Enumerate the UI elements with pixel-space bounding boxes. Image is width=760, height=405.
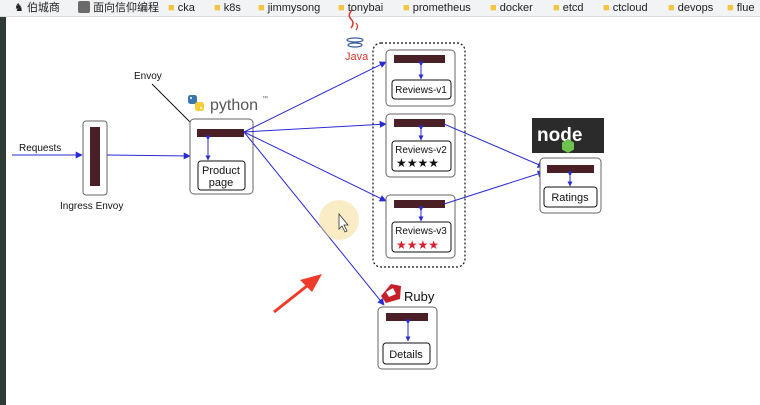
bookmark-0[interactable]: ♞ 伯城商 (14, 2, 60, 14)
avatar-icon (78, 1, 90, 13)
ingress-to-productpage-arrow (106, 152, 191, 160)
bookmarks-bar: ♞ 伯城商 面向信仰编程 ■ cka ■ k8s ■ jimmysong ■ t… (0, 0, 760, 17)
bookmark-11[interactable]: ■ flue (727, 2, 755, 14)
reviews-v3-label: Reviews-v3 (395, 226, 447, 237)
folder-icon: ■ (603, 2, 610, 14)
reviews-v1-app-box (391, 79, 452, 100)
bookmark-1[interactable]: 面向信仰编程 (78, 0, 159, 16)
bookmark-8[interactable]: ■ etcd (553, 2, 584, 14)
bookmark-7[interactable]: ■ docker (490, 2, 533, 14)
details-app-box (382, 342, 431, 365)
productpage-to-reviews-v3-arrow (243, 131, 387, 202)
envoy-label: Envoy (134, 71, 162, 82)
bookmark-3[interactable]: ■ k8s (214, 2, 241, 14)
folder-icon: ■ (258, 2, 265, 14)
ruby-label: Ruby (404, 289, 435, 304)
java-group-border (372, 42, 466, 268)
ratings-label: Ratings (551, 192, 589, 204)
folder-icon: ■ (403, 2, 410, 14)
bookmark-10[interactable]: ■ devops (668, 2, 714, 14)
productpage-to-details-arrow (243, 131, 385, 306)
requests-label: Requests (19, 143, 61, 154)
bookmark-2[interactable]: ■ cka (168, 2, 195, 14)
ingress-envoy-sidecar (90, 127, 100, 186)
reviews-v2-sidecar (394, 119, 445, 127)
details-label: Details (389, 349, 423, 361)
bookmark-6[interactable]: ■ prometheus (403, 2, 471, 14)
java-label: Java (345, 51, 369, 63)
annotation-red-arrow (273, 274, 322, 314)
reviews-v3-red-stars: ★★★★ (396, 238, 439, 252)
python-logo-icon: python ™ (188, 95, 268, 114)
node-label: node (537, 125, 582, 146)
productpage-label-line2: page (209, 177, 233, 189)
nodejs-logo-icon: node (532, 118, 604, 153)
folder-icon: ■ (668, 2, 675, 14)
ratings-app-box (543, 186, 598, 208)
productpage-sidecar (197, 129, 244, 137)
reviews-v3-to-ratings-arrow (443, 170, 545, 205)
ratings-sidecar (547, 165, 594, 173)
details-sidecar (386, 313, 428, 321)
java-logo-icon: Java (345, 9, 369, 63)
reviews-v3-app-box (391, 221, 452, 253)
productpage-to-reviews-v1-arrow (243, 61, 387, 133)
reviews-v3-sidecar (394, 200, 445, 208)
folder-icon: ■ (553, 2, 560, 14)
bookmark-9[interactable]: ■ ctcloud (603, 2, 648, 14)
svg-text:™: ™ (262, 95, 268, 102)
bookmark-5[interactable]: ■ tonybai (338, 2, 384, 14)
folder-icon: ■ (214, 2, 221, 14)
folder-icon: ■ (338, 2, 345, 14)
reviews-v2-label: Reviews-v2 (395, 145, 447, 156)
ruby-logo-icon: Ruby (381, 284, 435, 304)
folder-icon: ■ (727, 2, 734, 14)
productpage-to-reviews-v2-arrow (243, 120, 387, 133)
reviews-v1-sidecar (394, 55, 445, 63)
reviews-v2-to-ratings-arrow (443, 123, 545, 168)
reviews-v1-label: Reviews-v1 (395, 85, 447, 96)
mouse-cursor-highlight (319, 200, 359, 240)
app-icon: ♞ (14, 2, 24, 14)
reviews-v2-app-box (391, 140, 452, 172)
left-panel-edge (0, 17, 6, 405)
python-label: python (210, 97, 258, 114)
folder-icon: ■ (168, 2, 175, 14)
ingress-envoy-label: Ingress Envoy (60, 201, 123, 212)
folder-icon: ■ (490, 2, 497, 14)
bookmark-4[interactable]: ■ jimmysong (258, 2, 321, 14)
reviews-v2-black-stars: ★★★★ (396, 156, 439, 170)
productpage-app-box (197, 160, 246, 191)
productpage-label-line1: Product (202, 165, 240, 177)
